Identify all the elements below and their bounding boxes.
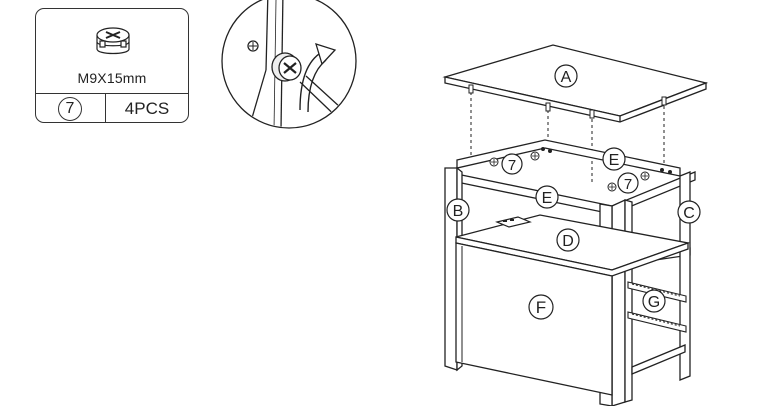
label-f: F — [528, 294, 554, 320]
svg-text:G: G — [648, 294, 660, 311]
svg-text:E: E — [542, 190, 553, 207]
hardware-part-number: 7 — [58, 97, 82, 121]
hardware-quantity: 4PCS — [124, 99, 170, 118]
svg-text:D: D — [562, 233, 574, 250]
cam-lock-fittings — [489, 147, 672, 192]
card-divider — [36, 93, 188, 94]
top-panel — [442, 44, 709, 123]
detail-view-cam-lock — [221, 0, 357, 129]
svg-text:F: F — [536, 298, 546, 317]
hardware-card: M9X15mm 7 4PCS — [35, 8, 189, 123]
alignment-lines — [470, 92, 665, 185]
svg-text:E: E — [609, 152, 620, 169]
label-e-front: E — [535, 185, 559, 209]
card-divider-vertical — [105, 93, 106, 122]
label-b: B — [446, 198, 470, 222]
label-g: G — [642, 289, 666, 313]
label-e-back: E — [602, 147, 626, 171]
svg-text:7: 7 — [508, 157, 516, 174]
cam-lock-icon — [96, 27, 130, 55]
svg-text:C: C — [683, 205, 695, 222]
label-7-left: 7 — [501, 153, 523, 175]
svg-text:B: B — [453, 203, 464, 220]
svg-text:A: A — [561, 69, 572, 86]
svg-text:7: 7 — [624, 176, 632, 193]
label-7-right: 7 — [617, 172, 639, 194]
dowel-pins — [468, 84, 667, 119]
part-labels: A B C D E E F G — [446, 64, 701, 320]
hardware-spec: M9X15mm — [77, 70, 147, 86]
label-a: A — [554, 64, 578, 88]
label-c: C — [677, 200, 701, 224]
label-d: D — [556, 228, 580, 252]
cabinet-frame — [444, 139, 696, 406]
outlet-icon — [495, 216, 532, 228]
